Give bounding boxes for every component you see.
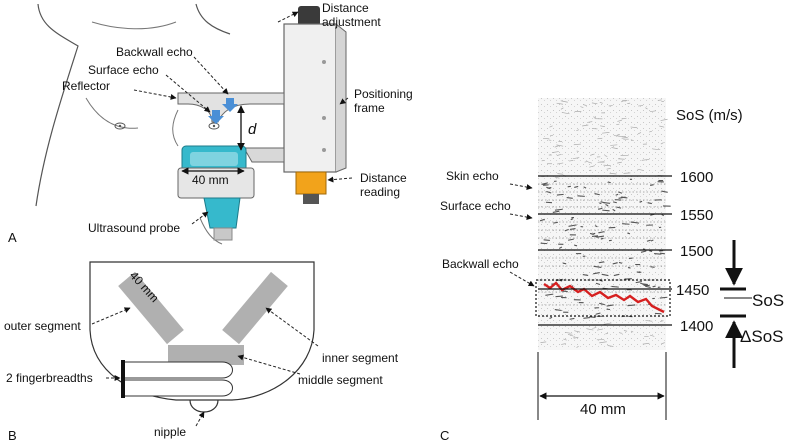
label-backwall-echo: Backwall echo	[116, 45, 193, 59]
panel-b-letter: B	[8, 428, 17, 443]
outer-segment	[118, 271, 184, 345]
distance-reading-cylinder	[295, 171, 327, 195]
tick-1600: 1600	[680, 169, 713, 186]
breast-outline	[89, 261, 315, 401]
panel-c-letter: C	[440, 428, 449, 443]
probe-holder-arm	[243, 147, 285, 163]
echo-image	[538, 98, 666, 350]
axis-title: SoS (m/s)	[676, 107, 743, 124]
label-positioning-frame-1: Positioning	[354, 87, 413, 101]
label-skin-echo: Skin echo	[446, 169, 499, 183]
distance-d-label: d	[248, 121, 257, 138]
image-width-label: 40 mm	[580, 401, 626, 418]
label-distance-adjustment-2: adjustment	[322, 15, 381, 29]
panel-a-letter: A	[8, 230, 17, 245]
torso-outline	[35, 3, 79, 207]
backwall-echo-marker	[222, 98, 238, 112]
label-nipple: nipple	[154, 425, 186, 439]
nipple-right	[208, 122, 220, 130]
label-distance-reading-2: reading	[360, 185, 400, 199]
inner-segment	[222, 271, 288, 345]
label-surface-echo-c: Surface echo	[440, 199, 511, 213]
panel-c: SoS (m/s) 1600 1550 1500 1450 1400 SoS Δ…	[440, 98, 784, 443]
label-distance-reading-1: Distance	[360, 171, 407, 185]
nipple-left	[114, 122, 126, 130]
label-positioning-frame-2: frame	[354, 101, 385, 115]
positioning-frame	[283, 23, 337, 173]
middle-segment	[168, 345, 244, 365]
tick-1550: 1550	[680, 207, 713, 224]
surface-echo-marker	[208, 110, 224, 124]
finger-upper	[124, 361, 233, 379]
label-surface-echo: Surface echo	[88, 63, 159, 77]
label-middle-segment: middle segment	[298, 373, 383, 387]
tick-1500: 1500	[680, 243, 713, 260]
nipple-outline	[189, 399, 219, 413]
label-delta-sos: ΔSoS	[740, 327, 784, 346]
label-ultrasound-probe: Ultrasound probe	[88, 221, 180, 235]
distance-adjustment-knob	[298, 6, 320, 26]
torso-shoulder-right	[195, 3, 231, 35]
panel-b: 40 mm outer segment inner segment 2 fing…	[4, 261, 399, 443]
finger-lower	[124, 379, 233, 397]
fingerbreadth-bar	[121, 360, 125, 398]
tick-1450: 1450	[676, 282, 709, 299]
label-distance-adjustment-1: Distance	[322, 1, 369, 15]
probe-width-label: 40 mm	[192, 173, 229, 187]
tick-1400: 1400	[680, 318, 713, 335]
echo-speckle	[539, 99, 671, 348]
label-reflector: Reflector	[62, 79, 110, 93]
label-backwall-echo-c: Backwall echo	[442, 257, 519, 271]
label-outer-segment: outer segment	[4, 319, 81, 333]
label-inner-segment: inner segment	[322, 351, 399, 365]
label-fingerbreadths: 2 fingerbreadths	[6, 371, 93, 385]
ultrasound-probe-body	[203, 197, 241, 229]
label-sos: SoS	[752, 291, 784, 310]
backwall-selection-box	[535, 279, 671, 317]
panel-a: d 40 mm Distance adjustment Backwall ech…	[8, 1, 413, 245]
